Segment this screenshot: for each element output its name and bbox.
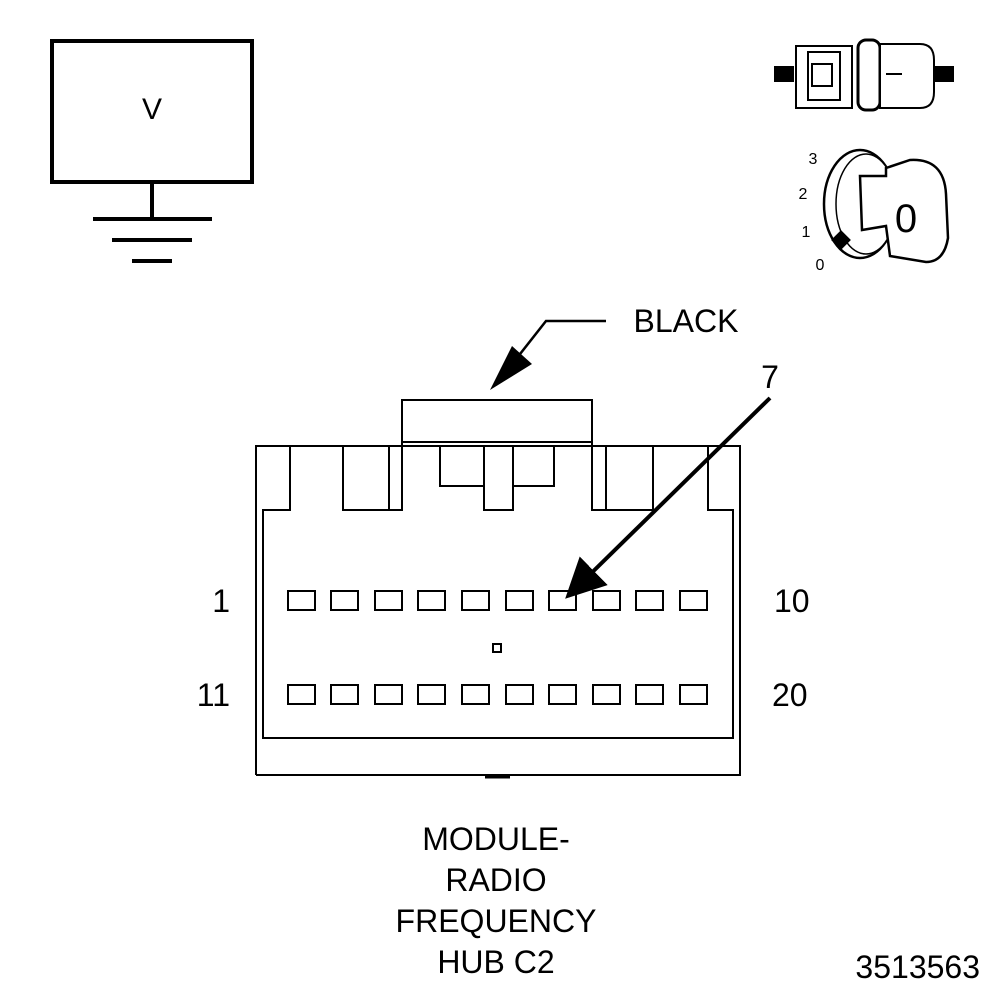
pin-cavity [505,684,534,705]
ignition-position-3: 3 [809,151,818,168]
pin-callout-label: 7 [761,359,779,395]
connector-caption: MODULE- RADIO FREQUENCY HUB C2 [396,821,597,980]
caption-line: HUB C2 [437,944,554,980]
pin-row-bottom [287,684,708,705]
pin-cavity [548,684,577,705]
pin-cavity [417,590,446,611]
ignition-position-1: 1 [802,224,811,241]
pin-cavity [330,684,359,705]
color-callout-leader [490,319,606,390]
pin-cavity [461,684,490,705]
voltmeter-icon [50,39,254,263]
pin-cavity [330,590,359,611]
caption-line: RADIO [445,862,546,898]
pin-cavity [548,590,577,611]
pin-label-1: 1 [212,583,230,619]
key-position-label: 0 [895,197,917,241]
caption-line: FREQUENCY [396,903,597,939]
pin-cavity [287,684,316,705]
pin-label-10: 10 [774,583,810,619]
pin-cavity [635,590,664,611]
pin-cavity [592,590,621,611]
pin-cavity [679,684,708,705]
pin-label-11: 11 [197,677,230,713]
ignition-position-0: 0 [816,257,825,274]
figure-id: 3513563 [855,949,980,985]
connector-color-label: BLACK [634,303,739,339]
ignition-position-2: 2 [799,186,808,203]
pin-cavity [417,684,446,705]
pin-cavity [374,590,403,611]
pin-cavity [461,590,490,611]
pin-cavity [635,684,664,705]
pin-cavity [287,590,316,611]
connector-disconnected-icon [774,38,954,112]
pin-cavity [505,590,534,611]
ignition-key-icon [822,148,950,264]
pin-cavity [679,590,708,611]
meter-label: V [142,93,162,126]
pin-row-top [287,590,708,611]
connector-body [255,399,741,779]
pin-cavity [374,684,403,705]
pin-cavity [592,684,621,705]
pin-callout-arrow [565,396,772,599]
caption-line: MODULE- [422,821,570,857]
pin-label-20: 20 [772,677,808,713]
